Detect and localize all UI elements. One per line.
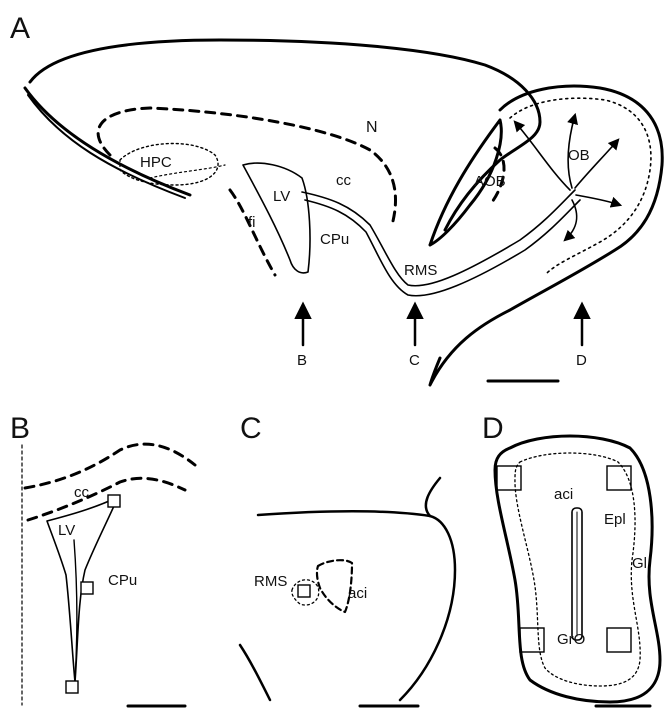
fimbria-dashed (228, 188, 277, 277)
olfactory-bulb-outline (428, 84, 664, 387)
arrow-label-d: D (576, 352, 587, 369)
rms-upper-line (301, 189, 576, 287)
label-cc: cc (336, 172, 352, 189)
label-lv: LV (273, 188, 290, 205)
label-c-aci: aci (348, 585, 367, 602)
arrow-label-b: B (297, 352, 307, 369)
panel-d: D aci Epl Gl GrO (482, 412, 662, 708)
aob-dashed (488, 146, 506, 207)
panel-c-label: C (240, 412, 262, 445)
label-hpc: HPC (140, 154, 172, 171)
sample-box-d-top-right (606, 465, 632, 491)
ob-arrow-5 (563, 199, 578, 242)
label-aob: AOB (474, 173, 506, 190)
label-b-cpu: CPu (108, 572, 137, 589)
panel-c: C RMS aci (238, 412, 457, 708)
ob-arrow-4 (575, 194, 623, 208)
bulb-dotted-layer (509, 97, 652, 276)
label-b-lv: LV (58, 522, 75, 539)
label-cpu: CPu (320, 231, 349, 248)
sample-box-b-middle (80, 581, 94, 595)
label-fi: fi (248, 214, 256, 231)
glomerular-layer-d (514, 452, 641, 687)
brain-outline (28, 38, 542, 232)
section-outline-c (256, 510, 457, 702)
lateral-ventricle (242, 162, 311, 274)
ob-arrow-1 (513, 120, 571, 191)
panel-b-label: B (10, 412, 30, 445)
rms-region-c (291, 579, 320, 606)
sample-box-d-bottom-left (519, 627, 545, 653)
sample-box-d-bottom-right (606, 627, 632, 653)
rms-lower-line (304, 199, 581, 297)
sample-box-d-top-left (496, 465, 522, 491)
aci-region-c (315, 559, 354, 614)
label-c-rms: RMS (254, 573, 287, 590)
section-base-c (238, 643, 272, 702)
label-n: N (366, 119, 378, 136)
hippocampus-outline (119, 142, 219, 186)
aob-notch (428, 118, 503, 247)
panel-a: A N HPC (10, 12, 664, 387)
midline-branch-c (424, 476, 442, 518)
corpus-callosum-dashed (96, 106, 397, 227)
sample-box-c (297, 584, 311, 598)
hippocampus-inner-line (149, 164, 226, 179)
panel-d-label: D (482, 412, 504, 445)
label-d-gl: Gl (632, 555, 647, 572)
panel-a-label: A (10, 12, 30, 45)
ob-arrow-2 (567, 112, 578, 189)
brain-base-inner-line (27, 94, 186, 199)
sample-box-b-top (107, 494, 121, 508)
label-d-epl: Epl (604, 511, 626, 528)
cc-upper-dashed (23, 442, 197, 490)
ob-arrow-3 (574, 138, 620, 189)
ventricle-inner-line (73, 539, 78, 681)
olfactory-bulb-section (493, 434, 662, 704)
cc-lower-dashed (26, 476, 187, 522)
label-d-aci: aci (554, 486, 573, 503)
panel-b: B cc LV CPu (10, 412, 197, 708)
label-d-gro: GrO (557, 631, 585, 648)
arrow-label-c: C (409, 352, 420, 369)
label-rms: RMS (404, 262, 437, 279)
brain-base-line (23, 86, 192, 197)
sample-box-b-bottom (65, 680, 79, 694)
label-b-cc: cc (74, 484, 90, 501)
label-ob: OB (568, 147, 590, 164)
